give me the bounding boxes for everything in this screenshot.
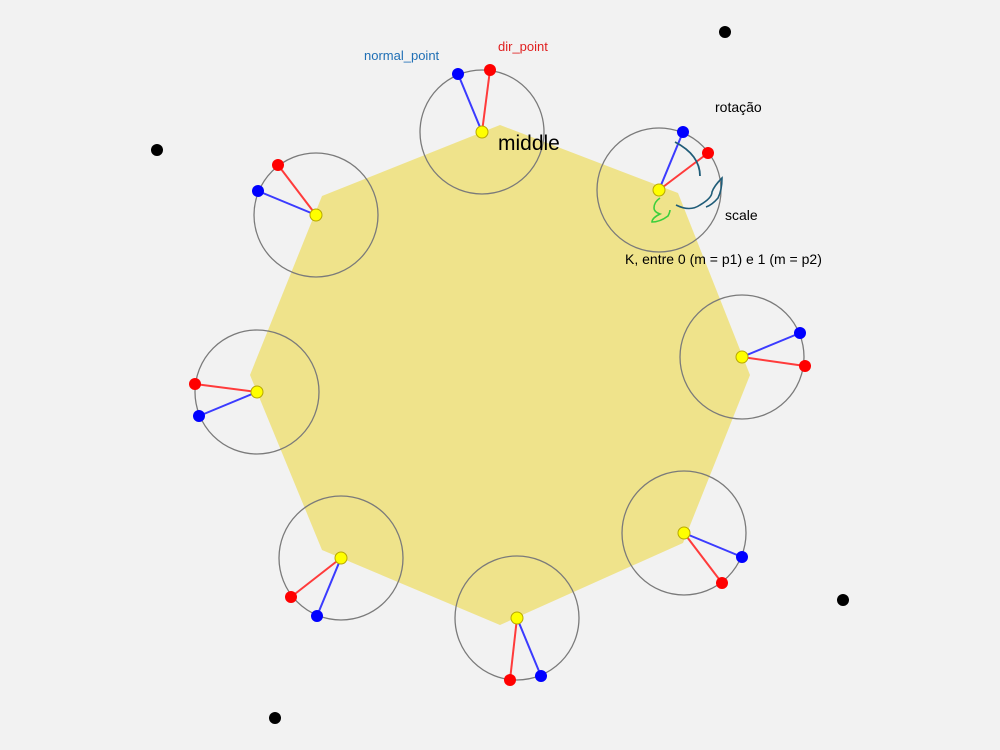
middle-point [475, 125, 489, 139]
vertex-handle-top [419, 64, 545, 195]
normal-point [794, 327, 806, 339]
normal-point [252, 185, 264, 197]
middle-point [735, 350, 749, 364]
normal-line [198, 391, 258, 417]
middle-label: middle [498, 132, 560, 155]
normal-point [736, 551, 748, 563]
handle-circle [194, 329, 320, 455]
dir-line [290, 557, 342, 598]
normal-line [316, 557, 342, 617]
middle-point [652, 183, 666, 197]
dir-line [277, 164, 317, 216]
dir-point [716, 577, 728, 589]
vertex-handle-right [679, 294, 811, 420]
dir-line [194, 383, 258, 393]
dir-point [272, 159, 284, 171]
vertex-handle-bottom [454, 555, 580, 686]
vertex-handle-top-left [252, 152, 379, 278]
dir-point [504, 674, 516, 686]
k-brace [651, 197, 671, 223]
normal-line [516, 617, 542, 677]
handle-circle [278, 495, 404, 621]
handle-circle [679, 294, 805, 420]
normal-line [683, 532, 743, 558]
dir-point [484, 64, 496, 76]
normal-point [193, 410, 205, 422]
dir-point [285, 591, 297, 603]
normal-point-label: normal_point [364, 48, 440, 63]
normal-line [741, 332, 801, 358]
handle-circle [454, 555, 580, 681]
anchor-point [151, 144, 163, 156]
dir-point [189, 378, 201, 390]
k-note-label: K, entre 0 (m = p1) e 1 (m = p2) [625, 251, 822, 267]
handle-circle [621, 470, 747, 596]
normal-point [452, 68, 464, 80]
vertex-handle-bottom-left [278, 495, 404, 622]
anchor-point [837, 594, 849, 606]
vertex-handle-left [189, 329, 320, 455]
dir-point [702, 147, 714, 159]
anchor-points [151, 26, 849, 724]
normal-line [658, 131, 684, 191]
middle-point [334, 551, 348, 565]
handle-circle [253, 152, 379, 278]
rotation-label: rotação [715, 99, 762, 115]
normal-line [457, 73, 483, 133]
dir-point [799, 360, 811, 372]
dir-line [509, 617, 518, 681]
middle-point [309, 208, 323, 222]
middle-point [677, 526, 691, 540]
normal-point [311, 610, 323, 622]
anchor-point [269, 712, 281, 724]
dir-point-label: dir_point [498, 39, 548, 54]
handle-circle [419, 69, 545, 195]
dir-line [683, 532, 723, 584]
dir-line [481, 69, 491, 133]
scale-label: scale [725, 207, 758, 223]
vertex-handle-bottom-right [621, 470, 748, 596]
middle-point [510, 611, 524, 625]
octagon [250, 125, 750, 625]
rotation-arc [674, 141, 701, 177]
scale-brace [675, 176, 723, 210]
normal-point [677, 126, 689, 138]
normal-point [535, 670, 547, 682]
anchor-point [719, 26, 731, 38]
middle-point [250, 385, 264, 399]
dir-line [658, 152, 709, 191]
dir-line [741, 356, 806, 367]
normal-line [257, 190, 317, 216]
